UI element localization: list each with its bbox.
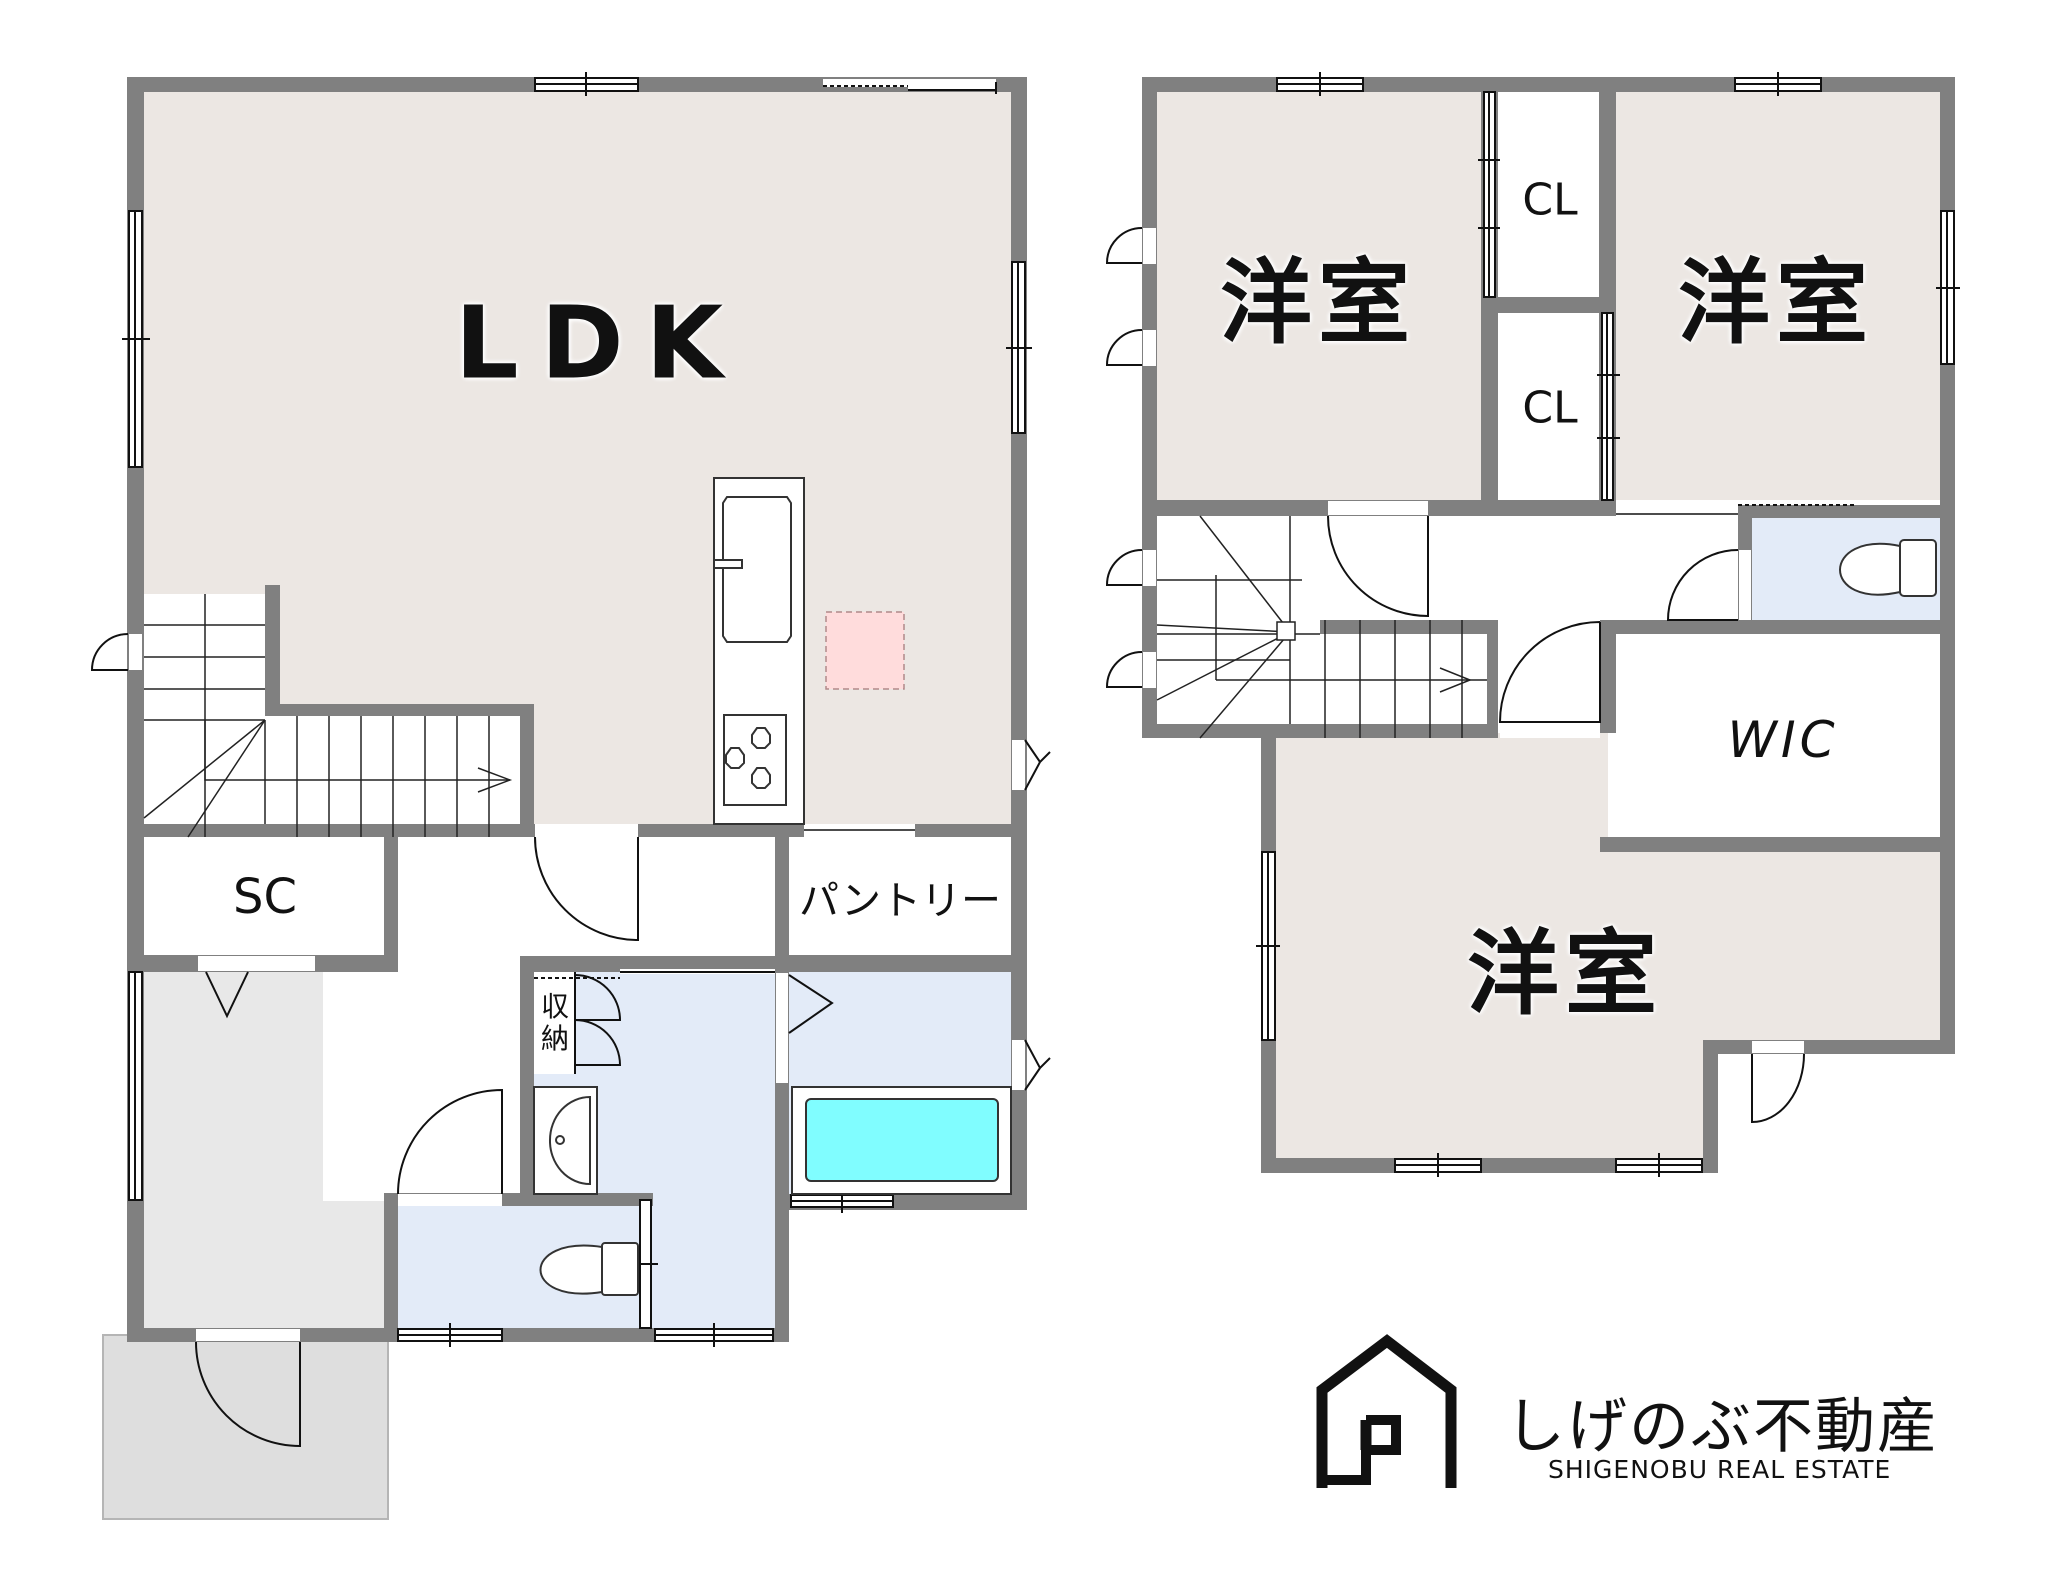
closet-2-floor: [1498, 313, 1599, 500]
wall: [714, 824, 804, 837]
wall: [775, 955, 1027, 972]
hall-floor: [398, 837, 775, 972]
room-label-shoe-closet: SC: [233, 869, 297, 925]
room-label-closet-1: CL: [1522, 174, 1578, 226]
wall: [915, 824, 1027, 837]
western-room-1-floor: [1157, 92, 1481, 500]
wall: [265, 585, 280, 716]
wic-floor: [1608, 634, 1940, 837]
wall: [384, 837, 398, 972]
room-label-western-room-3: 洋室: [1466, 920, 1664, 1028]
room-label-pantry: パントリー: [799, 878, 1001, 924]
wall: [520, 956, 775, 972]
shoe-closet-floor: [144, 837, 384, 955]
wall: [520, 956, 534, 1206]
room-label-western-room-2: 洋室: [1677, 249, 1875, 357]
wall: [1600, 620, 1955, 634]
wall: [265, 704, 534, 716]
pantry-floor: [789, 837, 1011, 955]
wall: [384, 1193, 398, 1342]
wall: [127, 824, 534, 837]
wall: [520, 704, 534, 837]
wall: [1738, 505, 1955, 518]
wall: [1600, 620, 1616, 733]
ldk-floor: [144, 92, 1011, 824]
room-label-walk-in-closet: WIC: [1727, 711, 1839, 769]
western-room-3-floor-lower: [1276, 1040, 1703, 1158]
western-room-3-floor: [1276, 733, 1608, 852]
wall: [1320, 620, 1498, 634]
wall: [1600, 837, 1955, 852]
wall: [1261, 1158, 1718, 1173]
wall: [1481, 297, 1616, 313]
closet-1-floor: [1498, 92, 1599, 297]
company-name-en: SHIGENOBU REAL ESTATE: [1548, 1455, 1892, 1484]
storage-floor: [534, 972, 575, 1074]
company-name-ja: しげのぶ不動産: [1505, 1392, 1939, 1462]
western-room-3-floor-main: [1276, 852, 1940, 1040]
wall: [534, 824, 535, 837]
house-s-icon: [1316, 1334, 1457, 1488]
room-label-ldk: LDK: [454, 284, 746, 402]
western-room-2-floor: [1616, 92, 1940, 500]
entrance-floor-lower: [144, 1201, 384, 1328]
room-label-western-room-1: 洋室: [1219, 249, 1417, 357]
hall-lower-floor: [323, 972, 520, 1201]
wall: [1157, 724, 1498, 738]
wall: [638, 824, 714, 837]
wall: [1487, 620, 1498, 738]
wall: [1703, 1040, 1718, 1173]
room-label-closet-2: CL: [1522, 382, 1578, 434]
porch: [102, 1334, 389, 1520]
room-label-storage: 収 納: [540, 990, 570, 1055]
